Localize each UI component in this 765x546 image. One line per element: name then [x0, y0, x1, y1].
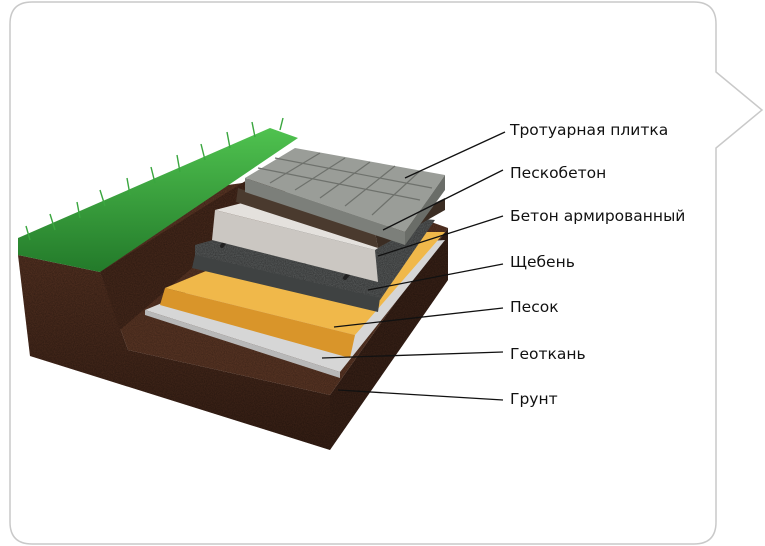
- label-sand-concrete: Пескобетон: [510, 164, 607, 182]
- cross-section-illustration: [18, 117, 448, 450]
- leader-sand-concrete: [382, 169, 504, 231]
- label-geotextile: Геоткань: [510, 345, 586, 363]
- label-paving-tiles: Тротуарная плитка: [510, 121, 669, 139]
- label-sand: Песок: [510, 298, 559, 316]
- grass-blades: [25, 117, 284, 241]
- paving-tile-grid: [257, 152, 433, 216]
- paving-tile-top: [245, 148, 445, 232]
- concrete-layer-front: [212, 210, 378, 282]
- label-soil: Грунт: [510, 390, 558, 408]
- leader-paving-tiles: [404, 131, 506, 179]
- leader-lines: [321, 131, 506, 401]
- label-reinforced-concrete: Бетон армированный: [510, 207, 686, 225]
- leader-geotextile: [321, 351, 504, 359]
- leader-soil: [337, 389, 504, 401]
- sand-layer-front: [160, 288, 355, 358]
- leader-crushed-stone: [367, 263, 504, 291]
- label-crushed-stone: Щебень: [510, 253, 575, 271]
- paving-tile-front: [245, 178, 405, 245]
- leader-reinforced-concrete: [377, 215, 504, 257]
- grass-strip: [18, 128, 298, 272]
- leader-sand: [333, 307, 504, 328]
- sand-concrete-layer: [236, 188, 378, 248]
